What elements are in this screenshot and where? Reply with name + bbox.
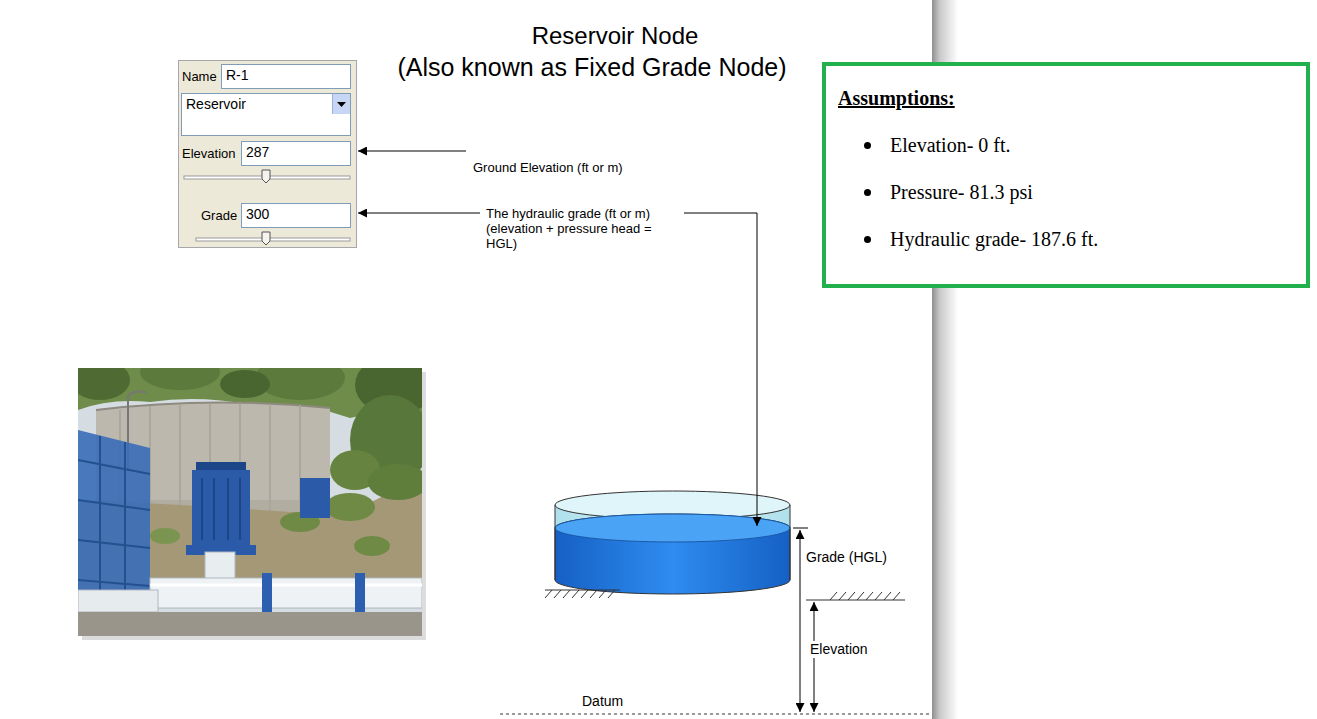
dimension-label: Elevation [808,641,870,658]
bullet-dot [864,142,871,149]
leader-arrow [358,213,480,214]
label-anchor: Name [182,67,217,85]
grade-field: 300 [241,203,351,228]
leader-arrow [358,151,466,152]
annotation-text: Ground Elevation (ft or m) [473,160,623,176]
dimension-label: Grade (HGL) [806,549,887,566]
name-field: R-1 [221,64,351,89]
bullet-item: Hydraulic grade- 187.6 ft. [838,227,1294,251]
label-anchor: Grade (HGL) [806,548,887,566]
elevation-slider [184,170,350,183]
datum-line [500,714,930,715]
title-anchor: Reservoir Node [415,22,815,50]
dropdown-arrow [333,94,350,114]
ground-hatch [545,590,905,600]
panel-ground [178,60,356,248]
field-value: 300 [242,204,273,224]
slide-title: Reservoir Node [415,22,815,50]
leader-arrow [684,213,757,526]
dimension-tick [793,528,808,529]
label-anchor: The hydraulic grade (ft or m) (elevation… [486,206,674,251]
box-heading: Assumptions: [838,86,1294,110]
grade-slider [196,232,350,245]
label-anchor: Elevation [808,640,870,658]
annotation-text: The hydraulic grade (ft or m) (elevation… [486,206,674,251]
bullet-item: Pressure- 81.3 psi [838,180,1294,204]
bullet-dot [864,189,871,196]
dropdown-value: Reservoir [182,94,250,114]
reservoir-photo [78,368,422,636]
field-value: 287 [242,142,273,162]
label-anchor: (Also known as Fixed Grade Node) [342,52,842,82]
assumptions-box: Assumptions: Elevation- 0 ft. Pressure- 81… [822,62,1310,288]
field-value: R-1 [222,65,253,85]
label-anchor: Ground Elevation (ft or m) [473,158,623,176]
grade-dimension-arrow [800,530,801,712]
elevation-field: 287 [241,141,351,166]
label-anchor: Grade [201,206,237,224]
slide-subtitle: (Also known as Fixed Grade Node) [342,52,842,82]
property-panel: NameElevationGrade R-1Reservoir 287 300 [178,60,357,248]
field-label: Grade [201,208,237,224]
bullet-dot [864,236,871,243]
dropdown-button [332,94,350,114]
field-label: Name [182,69,217,85]
type-dropdown: Reservoir [181,93,351,136]
datum-label: Datum [582,693,623,710]
label-anchor: Elevation [182,144,235,162]
field-label: Elevation [182,146,235,162]
bullet-item: Elevation- 0 ft. [838,133,1294,157]
label-anchor: Datum [582,692,623,710]
tank-drawing [555,491,790,594]
